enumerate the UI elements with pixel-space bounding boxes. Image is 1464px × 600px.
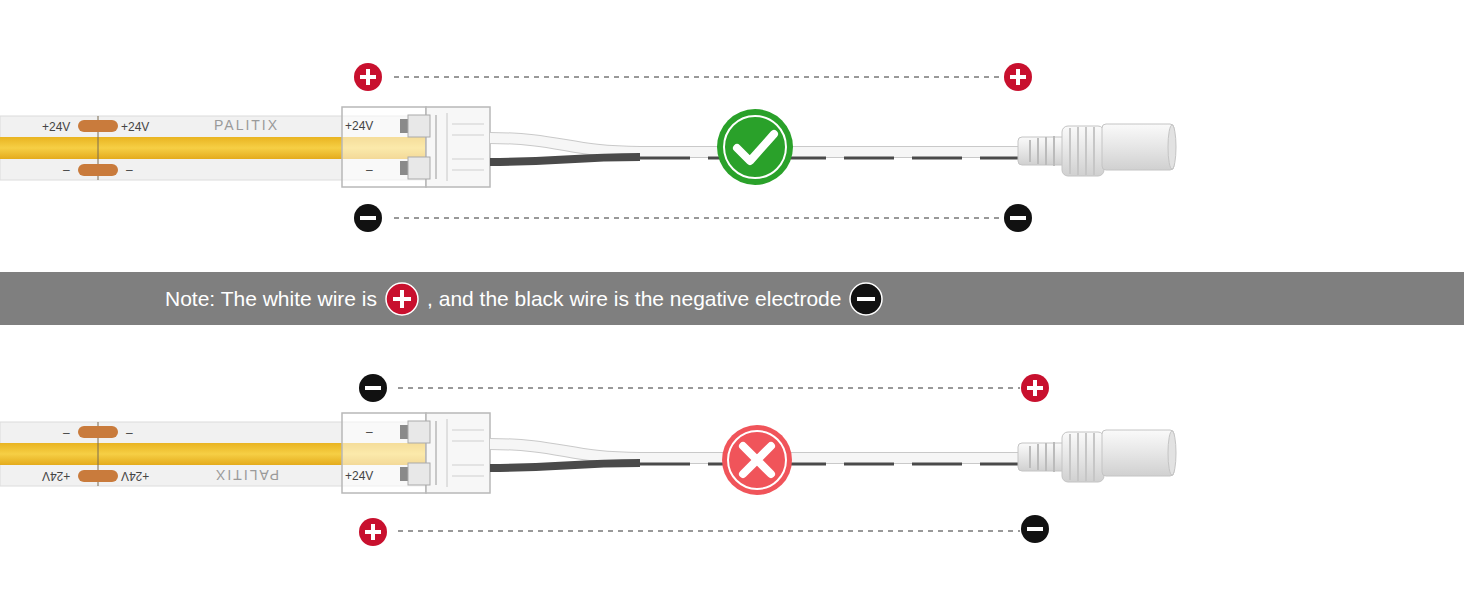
terminal-label: +24V [345,119,373,133]
pad-label: +24V [121,120,149,134]
pad-label: – [126,426,133,440]
pad-label: +24V [121,469,149,483]
connector-box: +24V – [342,107,426,187]
pad-label: – [63,426,70,440]
plus-icon [385,282,419,316]
pad-label: – [63,163,70,177]
note-text: Note: The white wire is [165,287,377,311]
note-band: Note: The white wire is , and the black w… [0,272,1464,325]
terminal-label: – [366,425,373,439]
connector-box: – +24V [342,413,426,493]
brand-mark: PALITIX [214,118,279,132]
pad-label: – [126,163,133,177]
brand-mark: PALITIX [214,468,279,482]
terminal-label: +24V [345,469,373,483]
pad-label: +24V [42,120,70,134]
minus-icon [849,282,883,316]
terminal-label: – [366,163,373,177]
pad-label: +24V [42,469,70,483]
note-text: , and the black wire is the negative ele… [427,287,841,311]
